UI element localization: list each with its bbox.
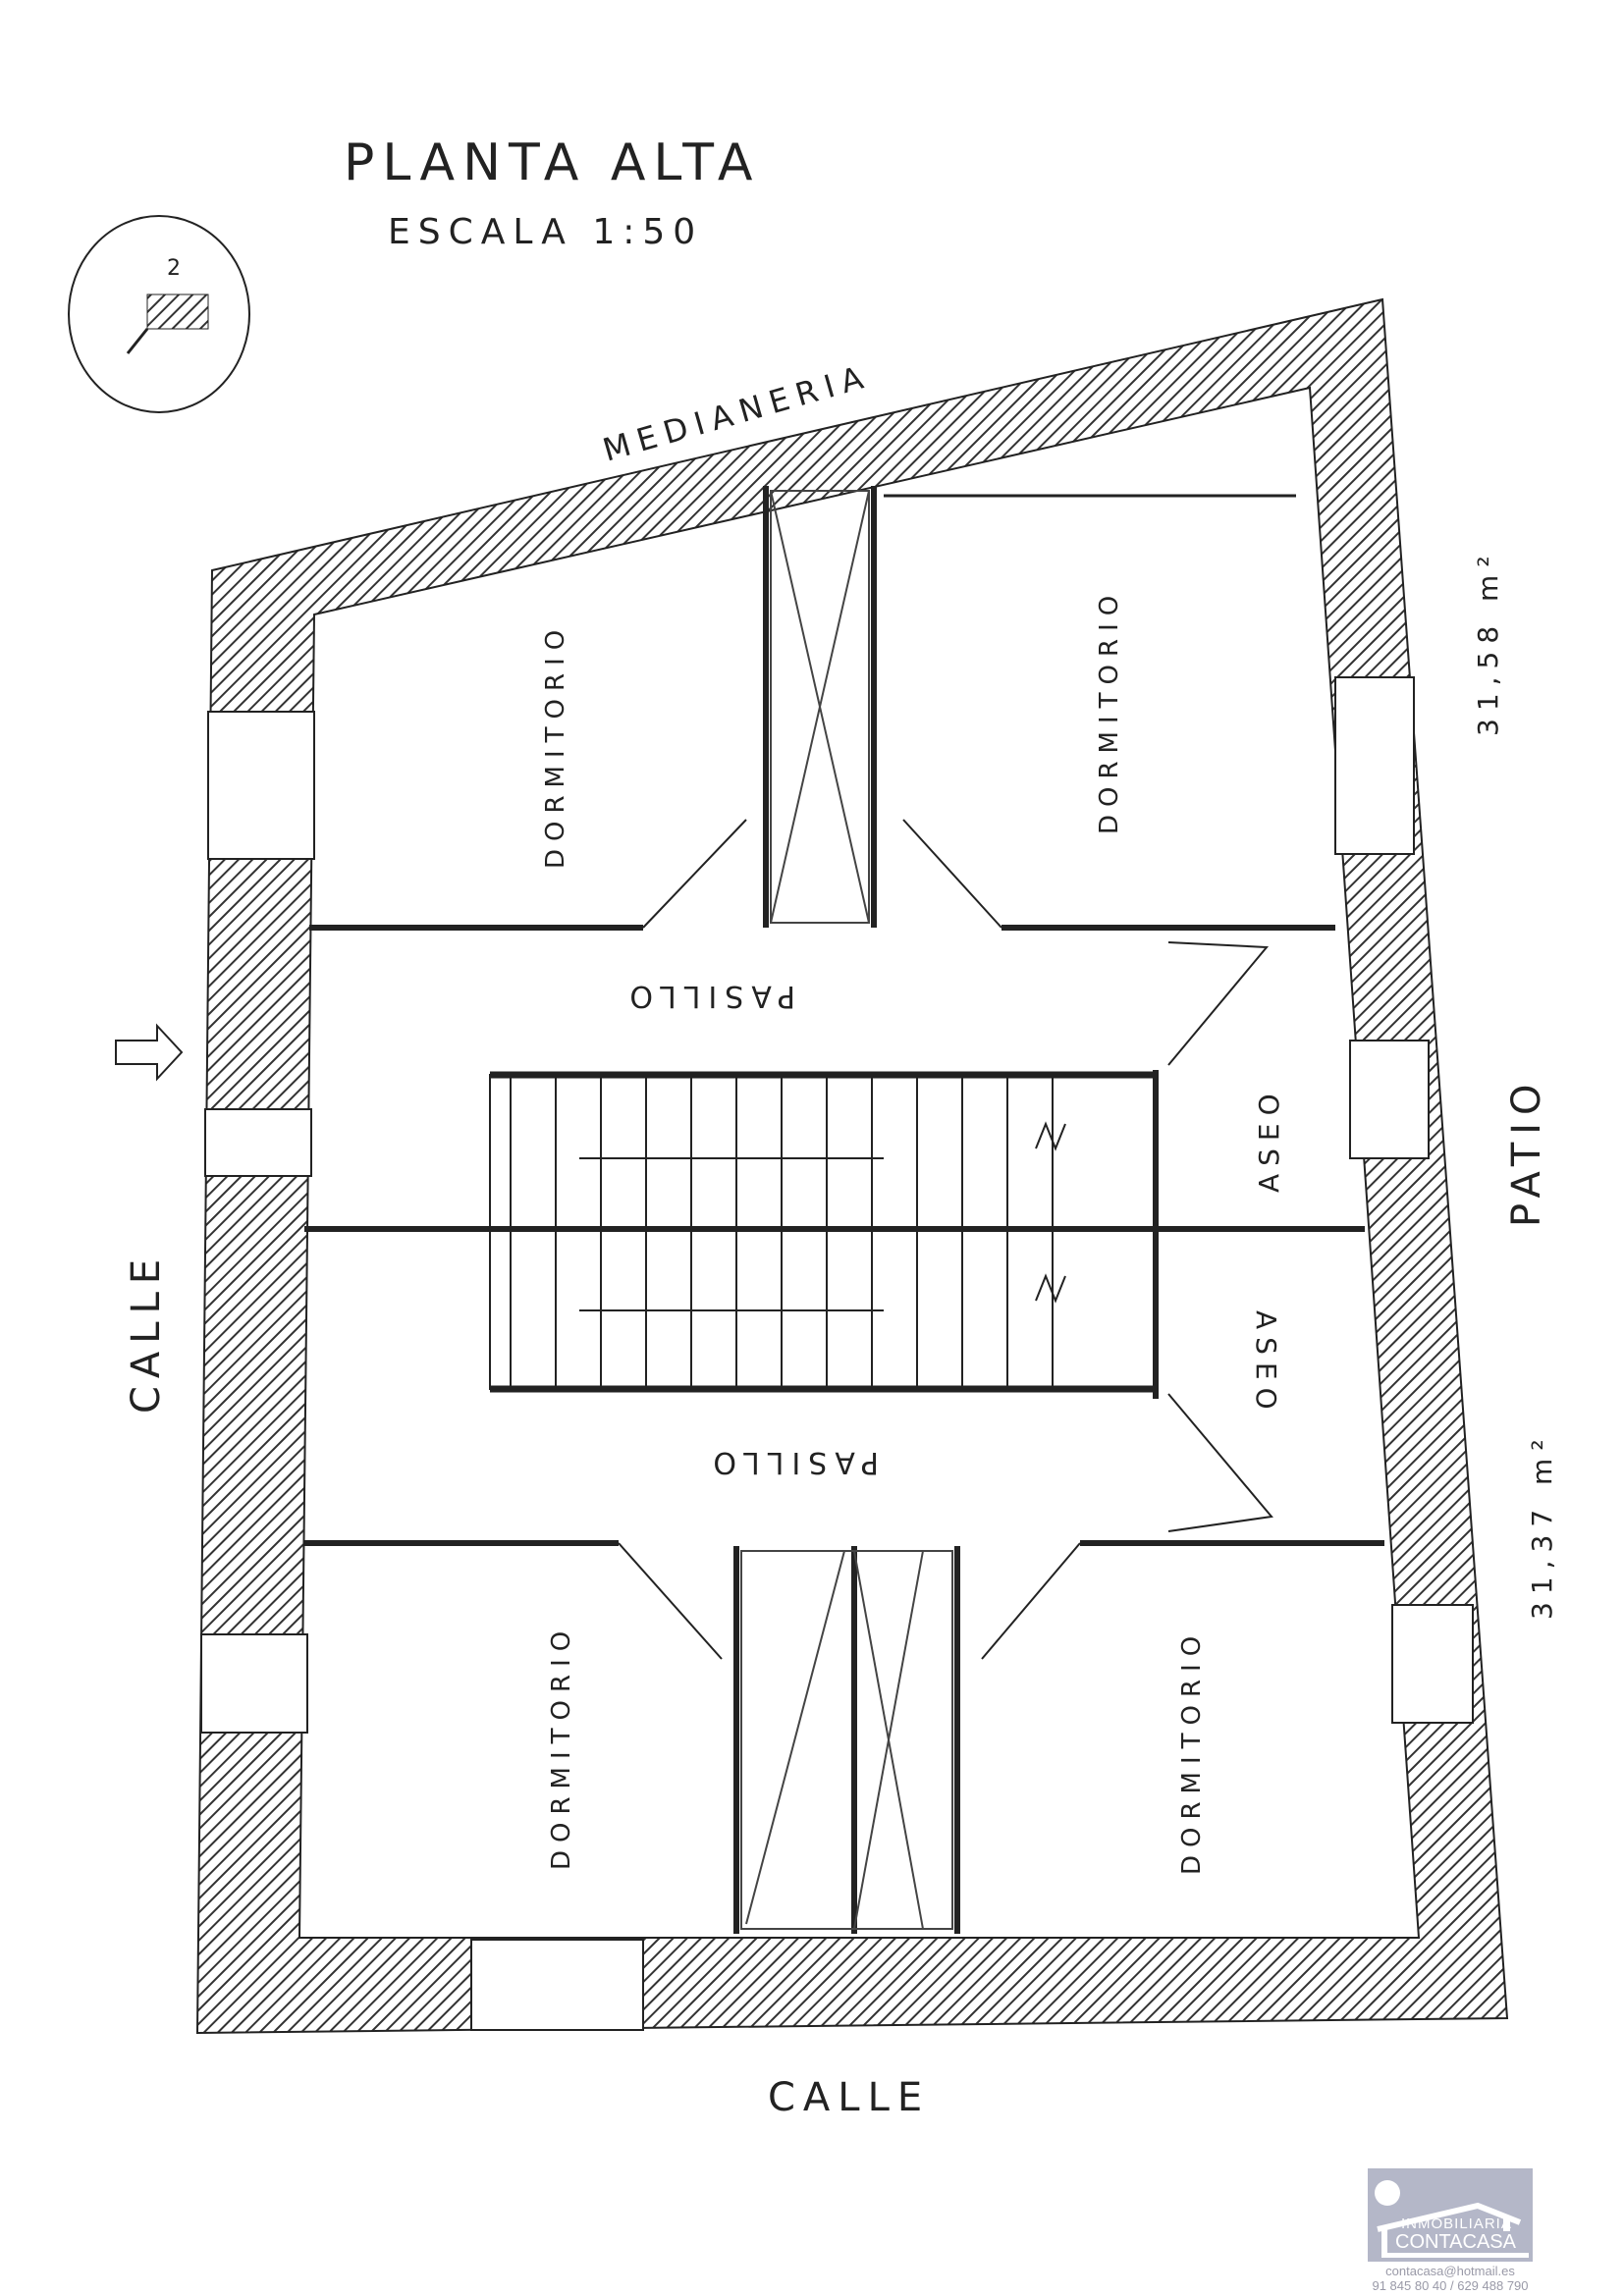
north-badge-number: 2 [167, 256, 181, 281]
doors [618, 819, 1273, 1660]
plan-scale: ESCALA 1:50 [388, 212, 703, 252]
label-dormitorio-1: DORMITORIO [541, 622, 570, 869]
logo-line2: CONTACASA [1395, 2231, 1516, 2253]
logo-email: contacasa@hotmail.es [1385, 2264, 1515, 2278]
label-pasillo-1: PASILLO [622, 979, 795, 1013]
label-patio: PATIO [1504, 1076, 1549, 1227]
windows [200, 676, 1474, 2031]
entrance-arrow-icon [115, 1023, 184, 1082]
exterior-walls [195, 297, 1509, 2035]
logo-phone: 91 845 80 40 / 629 488 790 [1372, 2278, 1529, 2293]
label-dormitorio-3: DORMITORIO [547, 1624, 576, 1870]
label-dormitorio-2: DORMITORIO [1095, 588, 1124, 834]
logo-line1: INMOBILIARIA [1401, 2216, 1512, 2232]
label-aseo-2: ASEO [1250, 1310, 1282, 1417]
area-bottom: 31,37 m² [1526, 1431, 1558, 1620]
house-icon [1375, 2180, 1529, 2258]
area-top: 31,58 m² [1472, 548, 1504, 736]
closets [740, 490, 953, 1930]
agency-logo: INMOBILIARIA CONTACASA contacasa@hotmail… [1368, 2168, 1533, 2293]
plan-title: PLANTA ALTA [344, 133, 761, 192]
label-calle-left: CALLE [124, 1252, 169, 1414]
label-pasillo-2: PASILLO [705, 1445, 879, 1479]
label-calle-bottom: CALLE [768, 2075, 930, 2120]
label-dormitorio-4: DORMITORIO [1177, 1629, 1207, 1875]
north-arrow-icon: 2 [68, 215, 250, 413]
staircase [489, 1071, 1157, 1393]
label-aseo-1: ASEO [1253, 1086, 1285, 1193]
logo-badge: INMOBILIARIA CONTACASA [1368, 2168, 1533, 2262]
interior-walls [304, 486, 1384, 1934]
